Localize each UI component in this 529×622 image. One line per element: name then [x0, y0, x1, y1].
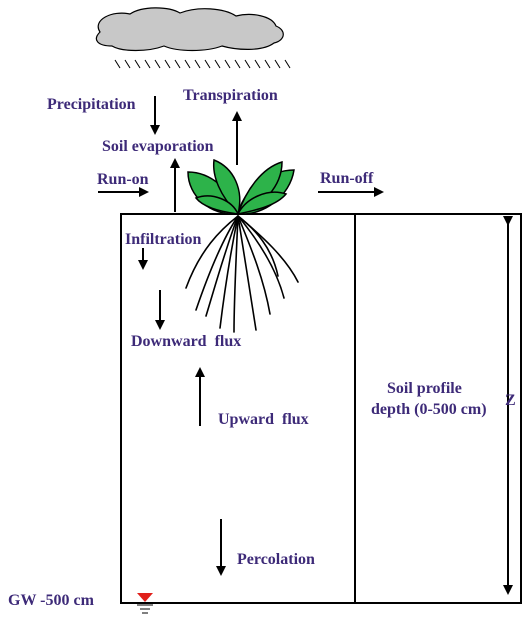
groundwater-label: GW -500 cm	[8, 592, 95, 609]
upward-flux-label: Upward flux	[218, 411, 309, 428]
infiltration-label: Infiltration	[125, 231, 202, 248]
percolation-label: Percolation	[237, 551, 315, 568]
precipitation-label: Precipitation	[47, 96, 136, 113]
transpiration-label: Transpiration	[183, 87, 278, 104]
water-table-marker-icon	[137, 593, 153, 602]
plant-roots	[185, 215, 299, 333]
soil-profile-label-line1: Soil profile	[387, 380, 462, 397]
downward-flux-label: Downward flux	[131, 333, 241, 350]
run-on-label: Run-on	[97, 171, 149, 188]
rain-lines	[114, 59, 291, 69]
soil-profile-label-line2: depth (0-500 cm)	[371, 401, 487, 418]
plant-leaves	[187, 158, 295, 216]
soil-profile-depth-box	[354, 213, 522, 604]
z-axis-label: Z	[505, 392, 516, 409]
cloud-icon	[95, 7, 284, 52]
run-off-label: Run-off	[320, 170, 374, 187]
soil-column-box	[120, 213, 356, 604]
water-table-lines	[137, 604, 153, 614]
soil-evaporation-label: Soil evaporation	[102, 138, 214, 155]
